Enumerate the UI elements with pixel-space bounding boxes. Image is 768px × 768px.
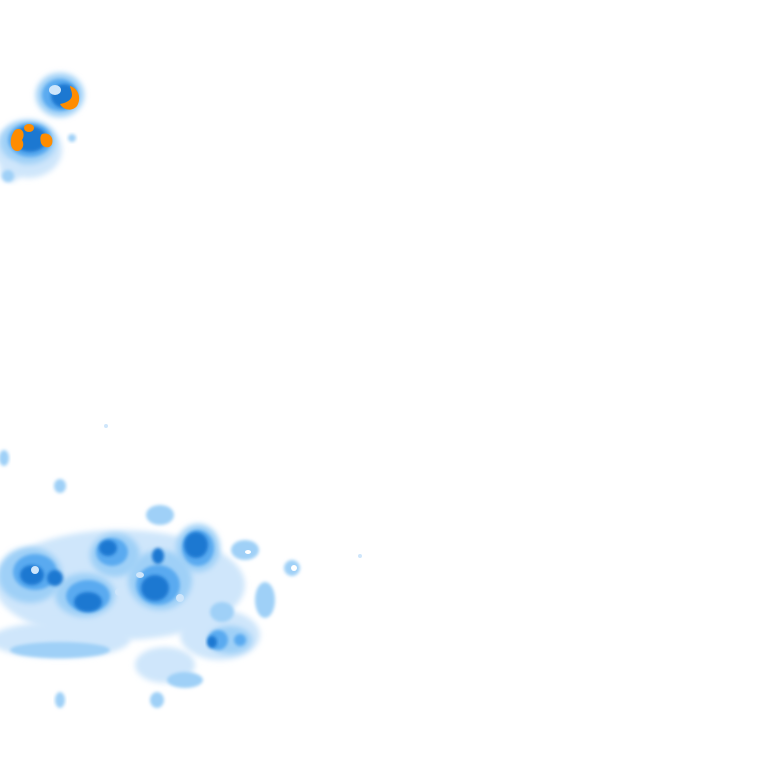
northwest-storm-cell xyxy=(0,120,76,182)
northwest-cell-core-east xyxy=(40,133,53,148)
north-cell-core xyxy=(60,86,80,110)
northwest-cell-core-north xyxy=(24,124,34,132)
scattered-echoes xyxy=(0,424,362,558)
north-storm-cell xyxy=(36,73,84,117)
south-rain-band xyxy=(0,505,300,708)
northwest-cell-core-west xyxy=(10,128,24,152)
